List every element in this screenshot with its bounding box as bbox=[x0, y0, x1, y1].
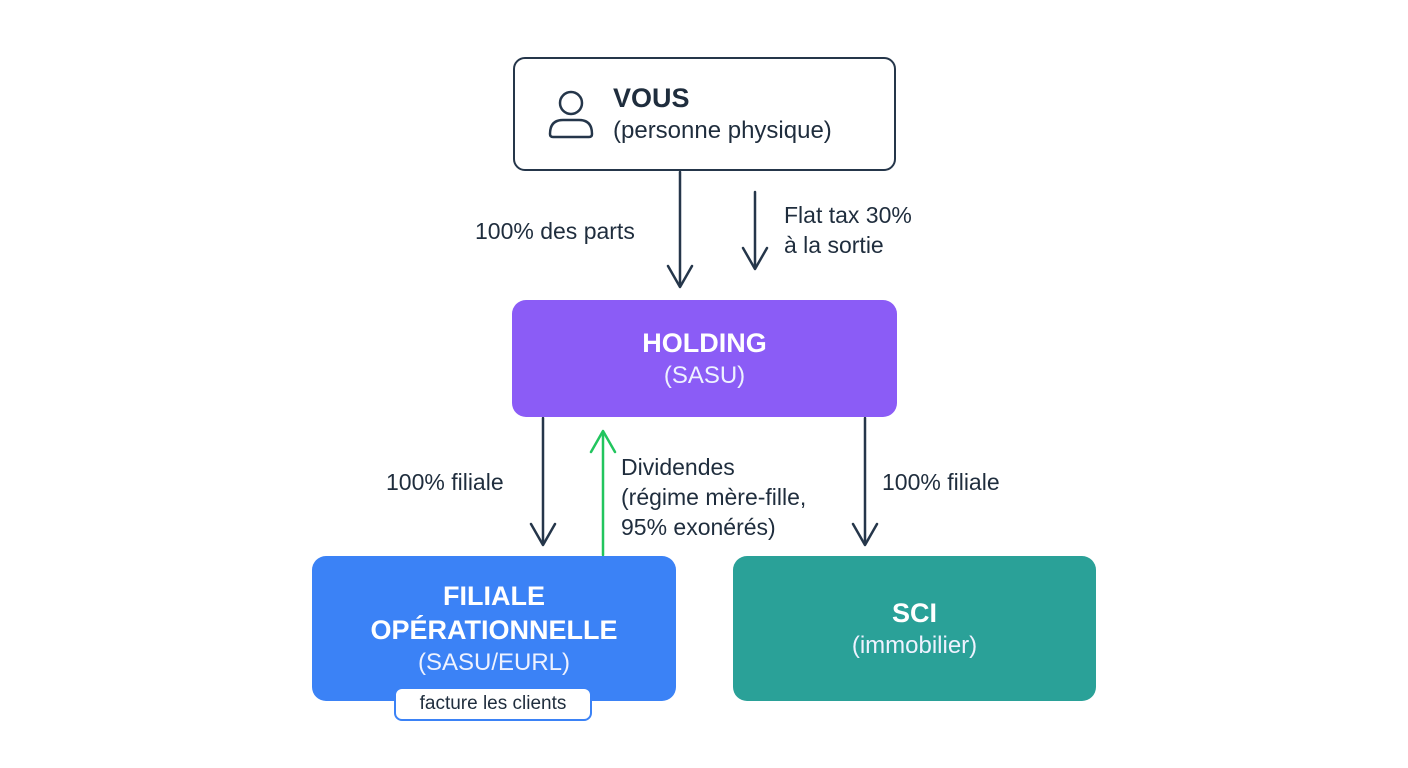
node-vous-title: VOUS bbox=[613, 83, 690, 113]
node-filiale-operationnelle: FILIALE OPÉRATIONNELLE (SASU/EURL) bbox=[312, 556, 676, 701]
edge-label-flat-tax-line2: à la sortie bbox=[784, 232, 884, 258]
arrow-flat-tax bbox=[741, 190, 769, 271]
arrow-holding-to-filiale bbox=[529, 416, 557, 547]
node-vous-subtitle: (personne physique) bbox=[613, 117, 832, 144]
node-sci: SCI (immobilier) bbox=[733, 556, 1096, 701]
node-holding-title: HOLDING bbox=[642, 327, 767, 358]
edge-label-dividendes-line1: Dividendes bbox=[621, 454, 735, 480]
node-sci-title: SCI bbox=[891, 597, 937, 628]
edge-label-dividendes-line3: 95% exonérés) bbox=[621, 514, 776, 540]
edge-label-filiale-right: 100% filiale bbox=[882, 469, 1000, 495]
edge-label-filiale-left: 100% filiale bbox=[386, 469, 504, 495]
node-filiale-title-line2: OPÉRATIONNELLE bbox=[370, 614, 618, 645]
edge-label-dividendes: Dividendes (régime mère-fille, 95% exoné… bbox=[621, 452, 806, 542]
arrow-vous-to-holding bbox=[666, 170, 694, 289]
edge-label-flat-tax-line1: Flat tax 30% bbox=[784, 202, 912, 228]
node-holding: HOLDING (SASU) bbox=[512, 300, 897, 417]
node-filiale-title-line1: FILIALE bbox=[443, 580, 545, 611]
filiale-tag: facture les clients bbox=[394, 687, 592, 721]
person-icon bbox=[548, 90, 594, 139]
node-sci-subtitle: (immobilier) bbox=[851, 631, 978, 659]
node-vous: VOUS (personne physique) bbox=[513, 57, 896, 171]
edge-label-flat-tax: Flat tax 30% à la sortie bbox=[784, 200, 912, 260]
node-holding-subtitle: (SASU) bbox=[663, 361, 746, 389]
edge-label-dividendes-line2: (régime mère-fille, bbox=[621, 484, 807, 510]
node-filiale-subtitle: (SASU/EURL) bbox=[417, 648, 571, 676]
arrow-holding-to-sci bbox=[851, 416, 879, 547]
edge-label-parts: 100% des parts bbox=[475, 218, 635, 244]
arrow-dividendes bbox=[589, 429, 617, 557]
